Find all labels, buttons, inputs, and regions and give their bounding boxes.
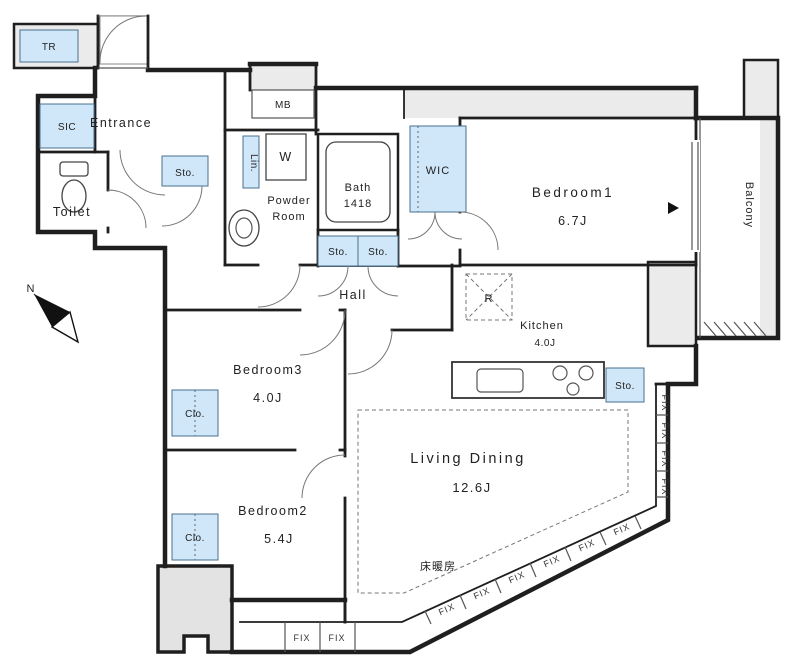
linen-box [242,135,260,189]
bottom-left-pillar [156,564,234,654]
door-arcs [99,15,499,499]
fix-window-label: FIX [472,585,492,601]
fix-window-label: FIX [507,569,527,585]
bedroom2-size-label: 5.4J [264,532,294,546]
linen-label: Lin. [248,154,259,172]
bedroom2-label: Bedroom2 [238,504,308,518]
hall-label: Hall [339,288,367,302]
bedroom1-balcony-window [668,140,700,252]
vanity-sink-basin [235,217,253,239]
toilet-label: Toilet [53,205,91,219]
meterbox-wall-band [250,64,316,90]
entry-door-recess [99,15,149,65]
structural-walls [12,22,780,654]
kitchen-sink [476,368,524,393]
washer-label: W [279,150,292,164]
compass: N [27,283,80,344]
fix-window-label: FIX [577,537,597,553]
fix-window-label: FIX [660,422,670,439]
fridge-space [465,273,513,321]
walk-in-closet-box [409,125,467,213]
fix-window-label: FIX [660,450,670,467]
top-right-block [742,58,780,120]
entrance-storage-label: Sto. [175,168,195,179]
labels: TR SIC Entrance Toilet MB W Powder Room … [42,42,755,573]
balcony-hatch [703,321,767,337]
kitchen-label: Kitchen [520,320,564,332]
hall-storage-label-1: Sto. [328,247,348,258]
bath-size-label: 1418 [344,198,372,210]
fix-window-label: FIX [660,478,670,495]
trunk-room-box [19,29,79,63]
bedroom3-closet-label: Clo. [185,409,205,420]
balcony-outer-band [760,118,778,338]
floor-heating-area [357,409,629,594]
hall-storage-box-1 [317,235,359,267]
stove-burner [566,382,580,396]
kitchen-storage-label: Sto. [615,381,635,392]
fix-window-lines [239,383,668,652]
floor-heating-label: 床暖房 [420,559,456,573]
fixtures [59,89,605,399]
compass-north-label: N [27,283,36,295]
storage-boxes [19,29,645,561]
bedroom3-size-label: 4.0J [253,391,283,405]
kitchen-size-label: 4.0J [535,338,556,349]
inner-walls [36,68,698,624]
powder-room-label-1: Powder [267,195,310,207]
balcony-access-arrow-icon [668,202,679,214]
stove-burner [552,365,568,381]
compass-needle-light [50,310,80,344]
fix-window-label: FIX [293,633,310,643]
entrance-label: Entrance [90,116,152,130]
fix-window-label: FIX [660,394,670,411]
powder-room-label-2: Room [272,211,305,223]
bedroom1-label: Bedroom1 [532,185,614,200]
fridge-label: R [485,293,494,305]
top-wall-band [404,88,696,118]
bedroom3-label: Bedroom3 [233,363,303,377]
fix-window-label: FIX [437,601,457,617]
shoe-closet-box [39,103,95,149]
washer-pan [265,133,307,181]
bathtub [325,141,391,223]
walk-in-closet-label: WIC [426,165,450,177]
toilet-bowl [61,179,87,213]
shoe-closet-label: SIC [58,122,76,133]
stove-burner [578,365,594,381]
living-dining-label: Living Dining [410,451,526,467]
fix-labels: FIX FIX FIX FIX FIX FIX FIX FIX FIX FIX … [293,394,670,643]
bedroom1-size-label: 6.7J [558,214,588,228]
fix-window-label: FIX [328,633,345,643]
balcony-label: Balcony [743,182,755,228]
living-dining-size-label: 12.6J [452,480,491,495]
fix-window-label: FIX [542,553,562,569]
bedroom2-closet-label: Clo. [185,533,205,544]
entrance-storage-box [161,155,209,187]
bath-label: Bath [345,182,372,194]
toilet-tank [59,161,89,177]
vanity-sink [228,209,260,247]
fix-window-label: FIX [612,521,632,537]
meter-box-label: MB [275,100,291,111]
hall-storage-label-2: Sto. [368,247,388,258]
outer-walls [35,14,781,655]
trunk-room-label: TR [42,42,56,53]
pipe-space-block [646,260,698,348]
meter-box [251,89,315,119]
hall-storage-box-2 [357,235,399,267]
kitchen-storage-box [605,367,645,403]
